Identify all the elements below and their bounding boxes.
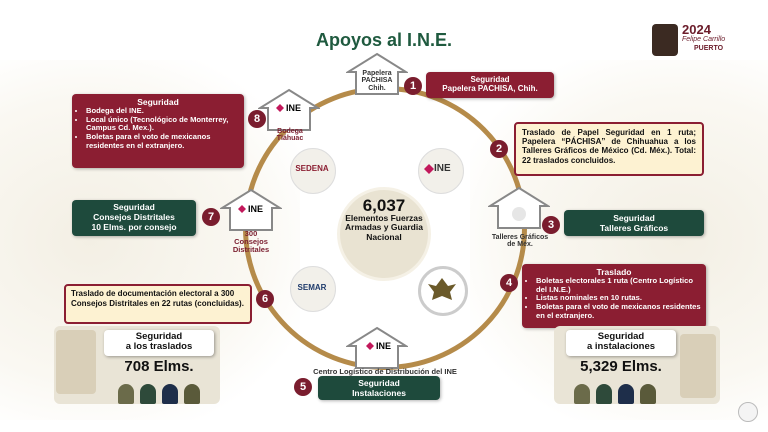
step-8-item: Local único (Tecnológico de Monterrey, C… (86, 115, 240, 133)
ine-label: INE (434, 163, 451, 174)
house-icon (258, 88, 320, 131)
step-4-box: Traslado Boletas electorales 1 ruta (Cen… (522, 264, 706, 328)
center-number: 6,037 (362, 196, 406, 215)
step-badge-5: 5 (294, 378, 312, 396)
step-8-box: Seguridad Bodega del INE. Local único (T… (72, 94, 244, 168)
ine-logo-icon (238, 205, 246, 213)
step-8-item: Boletas para el voto de mexicanos reside… (86, 132, 240, 150)
semar-label: SEMAR (297, 283, 327, 292)
ine-label-bottom: INE (376, 341, 392, 351)
house-icon (346, 52, 408, 95)
step-badge-3: 3 (542, 216, 560, 234)
guardia-nacional-seal-icon (56, 330, 96, 394)
ine-label-w: INE (248, 204, 264, 214)
soldier-icon (596, 384, 612, 404)
step-4-item: Boletas electorales 1 ruta (Centro Logís… (536, 276, 702, 294)
logo-place: PUERTO (694, 45, 724, 52)
soldier-icon (574, 384, 590, 404)
step-6-box: Traslado de documentación electoral a 30… (64, 284, 252, 324)
house-icon (220, 188, 282, 231)
step-badge-8: 8 (248, 110, 266, 128)
house-icon (346, 326, 408, 369)
house-icon (488, 186, 550, 229)
slide-nav-button[interactable] (738, 402, 758, 422)
step-8-item: Bodega del INE. (86, 106, 240, 116)
step-badge-6: 6 (256, 290, 274, 308)
center-circle (340, 190, 428, 278)
page-title: Apoyos al I.N.E. (315, 30, 453, 50)
ine-emblem-icon (418, 148, 464, 194)
ine-logo-icon (424, 164, 434, 174)
eagle-icon (428, 278, 456, 300)
stats-right-value: 5,329 Elms. (580, 358, 662, 375)
step-badge-4: 4 (500, 274, 518, 292)
soldier-icon (618, 384, 634, 404)
stats-left-value: 708 Elms. (124, 358, 194, 375)
center-text: Elementos Fuerzas Armadas y Guardia Naci… (345, 213, 423, 242)
logo-year: 2024 (682, 22, 711, 37)
step-badge-1: 1 (404, 77, 422, 95)
step-4-item: Listas nominales en 10 rutas. (536, 294, 702, 303)
ine-label-nw: INE (286, 103, 302, 113)
logo-portrait-icon (652, 24, 678, 56)
sedena-emblem-icon (290, 148, 336, 194)
soldier-icon (118, 384, 134, 404)
soldier-icon (162, 384, 178, 404)
semar-emblem-icon (290, 266, 336, 312)
logo-name: Felipe Carrillo (682, 36, 726, 43)
sedena-label: SEDENA (295, 164, 329, 173)
soldier-icon (184, 384, 200, 404)
eagle-emblem-icon (680, 334, 716, 398)
step-badge-7: 7 (202, 208, 220, 226)
house-label-bottom: Centro Logístico de Distribución del INE (313, 367, 457, 376)
ine-logo-icon (276, 104, 284, 112)
ine-logo-icon (366, 342, 374, 350)
step-badge-2: 2 (490, 140, 508, 158)
soldier-icon (140, 384, 156, 404)
step-4-item: Boletas para el voto de mexicanos reside… (536, 302, 702, 320)
soldier-icon (640, 384, 656, 404)
step-2-box: Traslado de Papel Seguridad en 1 ruta; P… (514, 122, 704, 176)
